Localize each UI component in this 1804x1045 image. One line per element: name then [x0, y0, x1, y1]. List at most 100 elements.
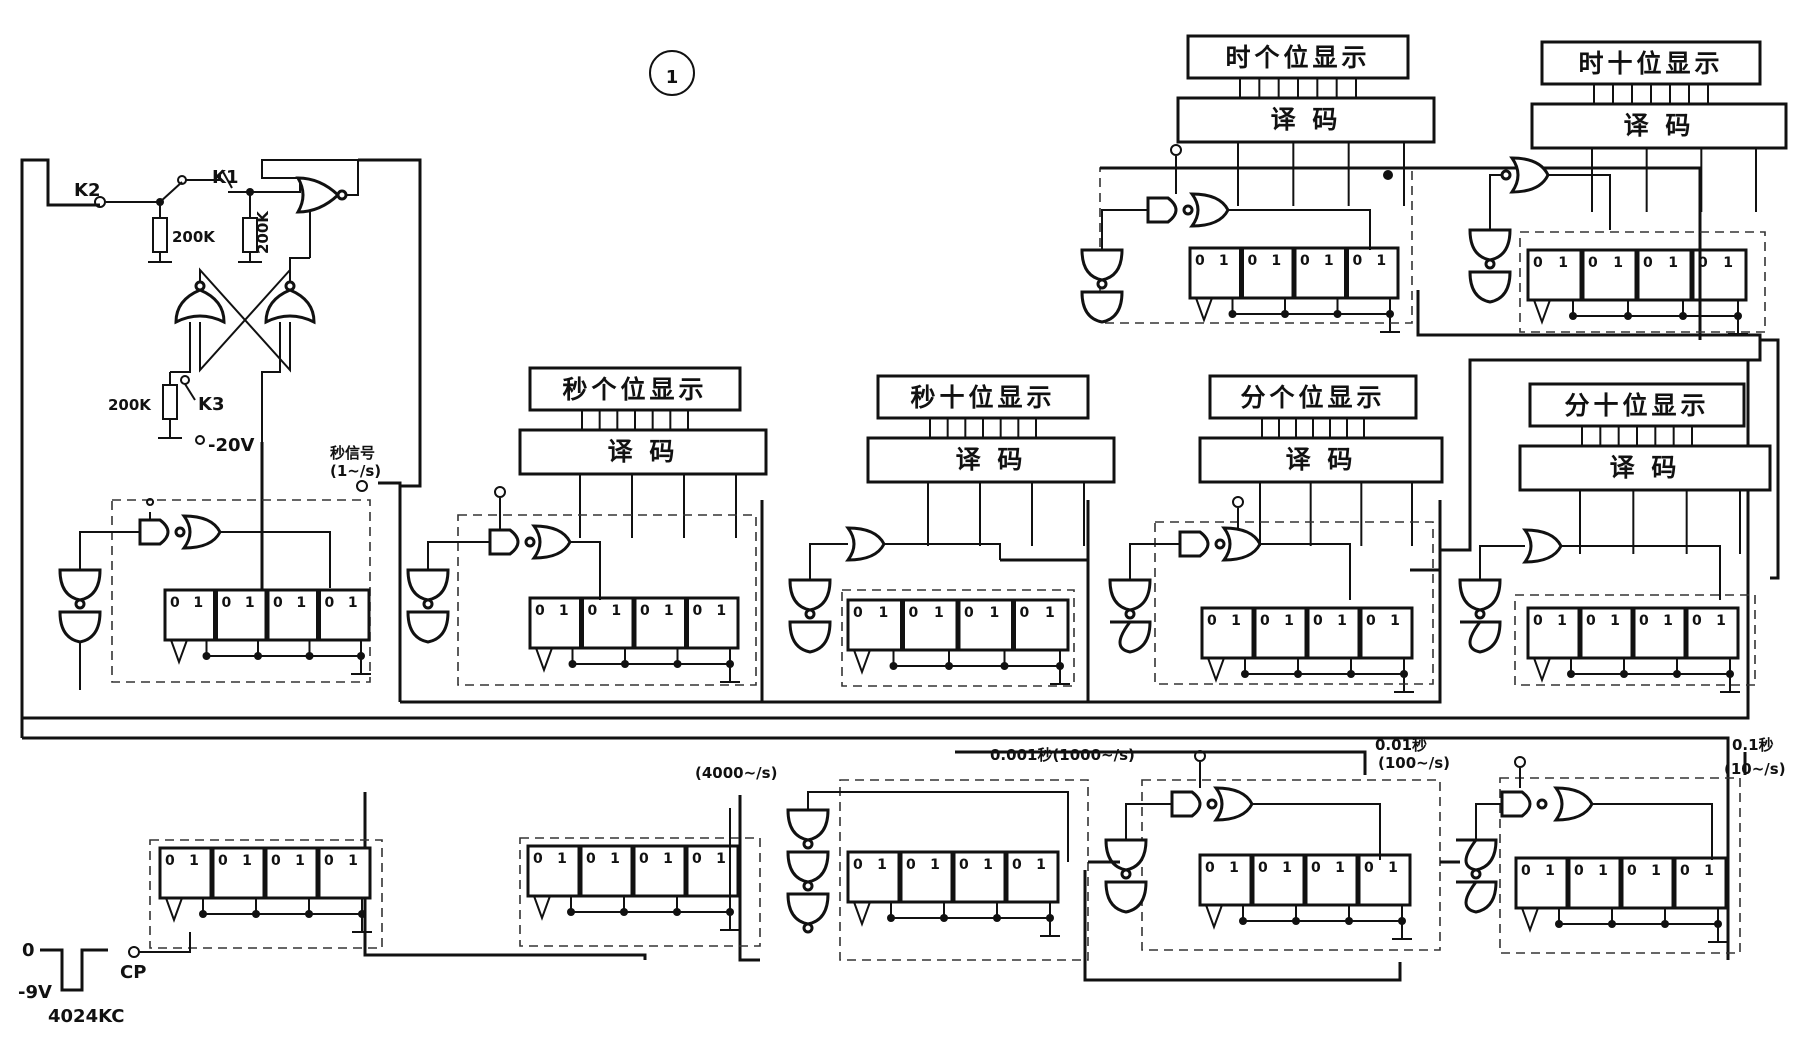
flip-flop-cell [1251, 853, 1306, 907]
freq-001-label: 0.01秒 [1375, 736, 1427, 754]
decoder-box [1198, 436, 1444, 484]
bit-label-1: 1 [1598, 863, 1608, 879]
bit-label-1: 1 [1376, 253, 1386, 269]
flip-flop-cell [1188, 246, 1242, 300]
bit-label-1: 1 [1704, 863, 1714, 879]
bit-label-1: 1 [610, 851, 620, 867]
bit-label-1: 1 [1668, 255, 1678, 271]
decoder-box [1518, 444, 1772, 492]
clock-input [853, 649, 871, 675]
bit-label-0: 0 [1627, 863, 1637, 879]
bit-label-0: 0 [222, 595, 232, 611]
flip-flop-cell [1567, 856, 1622, 910]
bit-label-0: 0 [964, 605, 974, 621]
flip-flop-cell [1514, 856, 1569, 910]
freq-0001-label: 0.001秒(1000~/s) [990, 746, 1135, 764]
flip-flop-cell [899, 850, 954, 904]
bit-label-1: 1 [1282, 860, 1292, 876]
reset-line [1559, 923, 1728, 943]
bit-label-0: 0 [1353, 253, 1363, 269]
flip-flop-cell [846, 850, 901, 904]
decoder-label: 译 码 [1286, 445, 1357, 474]
flip-flop-cell [526, 844, 581, 898]
bit-label-0: 0 [535, 603, 545, 619]
flip-flop-cell [158, 846, 213, 900]
reset-line [891, 917, 1060, 937]
bit-label-0: 0 [533, 851, 543, 867]
bit-label-1: 1 [1335, 860, 1345, 876]
freq-01b-label: (10~/s) [1724, 760, 1786, 778]
flip-flop-cell [1013, 598, 1070, 652]
flip-flop-cell [1632, 606, 1687, 660]
display-label: 秒个位显示 [562, 375, 707, 404]
bit-label-1: 1 [877, 857, 887, 873]
bit-label-0: 0 [1698, 255, 1708, 271]
bit-label-1: 1 [1558, 255, 1568, 271]
second-row-gates [406, 486, 1756, 700]
flip-flop-cell [633, 596, 687, 650]
display-box [876, 374, 1090, 420]
decoder-label: 译 码 [1610, 453, 1681, 482]
display-box [528, 366, 742, 412]
flip-flop-cell [1691, 248, 1748, 302]
bit-label-1: 1 [1557, 613, 1567, 629]
frequency-labels: (4000~/s) 0.001秒(1000~/s) 0.01秒 (100~/s)… [695, 736, 1786, 782]
r2-label: 200K [254, 210, 272, 254]
display-label: 分十位显示 [1564, 391, 1709, 420]
bit-label-0: 0 [1020, 605, 1030, 621]
clock-input [1533, 657, 1551, 683]
bit-label-1: 1 [1337, 613, 1347, 629]
bit-label-0: 0 [1311, 860, 1321, 876]
bit-label-0: 0 [853, 605, 863, 621]
bit-label-0: 0 [1586, 613, 1596, 629]
freq-001b-label: (100~/s) [1378, 754, 1450, 772]
flip-flop-cell [1620, 856, 1675, 910]
flip-flop-cell [846, 598, 903, 652]
bit-label-0: 0 [1364, 860, 1374, 876]
cp-label: CP [120, 962, 146, 983]
flip-flop-cell [1359, 606, 1414, 660]
r3-label: 200K [108, 396, 152, 414]
bit-label-0: 0 [1205, 860, 1215, 876]
flip-flop-cell [686, 596, 740, 650]
supply-label: -20V [208, 435, 255, 456]
reset-line [572, 663, 740, 683]
bit-label-0: 0 [1643, 255, 1653, 271]
bit-label-1: 1 [1388, 860, 1398, 876]
freq-4000-label: (4000~/s) [695, 764, 777, 782]
reset-line [1243, 920, 1412, 940]
clock-input [533, 895, 551, 921]
bit-label-1: 1 [1229, 860, 1239, 876]
clock-input [853, 901, 871, 927]
flip-flop-cell [902, 598, 959, 652]
flip-flop-cell [632, 844, 687, 898]
hour-row-gates [1080, 144, 1766, 345]
flip-flop-cell [1306, 606, 1361, 660]
display-label: 时个位显示 [1225, 43, 1370, 72]
bit-label-0: 0 [218, 853, 228, 869]
bit-label-0: 0 [1260, 613, 1270, 629]
bit-label-0: 0 [1258, 860, 1268, 876]
flip-flop-cell [211, 846, 266, 900]
bit-label-1: 1 [1663, 613, 1673, 629]
reset-line [203, 913, 372, 933]
flip-flop-cell [1005, 850, 1060, 904]
bit-label-0: 0 [853, 857, 863, 873]
bit-label-1: 1 [663, 851, 673, 867]
bit-label-0: 0 [639, 851, 649, 867]
second-signal-label: 秒信号 [330, 444, 375, 462]
bit-label-1: 1 [348, 853, 358, 869]
flip-flop-cell [1241, 246, 1295, 300]
decoder-label: 译 码 [608, 437, 679, 466]
bit-label-0: 0 [271, 853, 281, 869]
flip-flop-cell [1357, 853, 1412, 907]
bit-label-1: 1 [1271, 253, 1281, 269]
bit-label-0: 0 [1533, 255, 1543, 271]
